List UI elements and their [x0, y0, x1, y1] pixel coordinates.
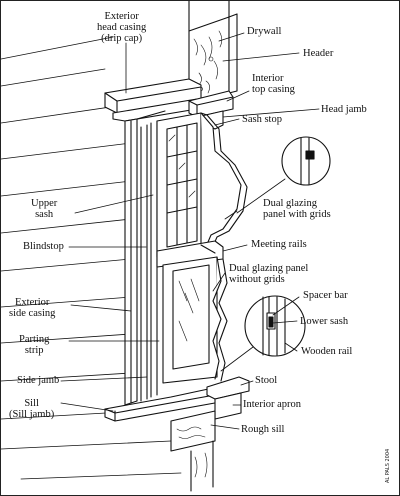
label-dual-glazing-with-grids: Dual glazing panel with grids [263, 198, 331, 220]
label-lower-sash: Lower sash [300, 316, 349, 327]
exterior-side-casing [124, 118, 138, 406]
label-rough-sill: Rough sill [241, 424, 285, 435]
label-line: (drip cap) [101, 33, 143, 44]
label-interior-apron: Interior apron [243, 399, 302, 410]
label-line: sash [35, 209, 54, 220]
label-line: Interior [252, 73, 284, 84]
upper-sash [156, 112, 202, 258]
label-spacer-bar: Spacer bar [303, 290, 348, 301]
stool [206, 376, 250, 400]
label-upper-sash: Upper sash [31, 198, 57, 220]
label-sash-stop: Sash stop [242, 114, 282, 125]
label-line: Upper [31, 198, 58, 209]
leader-lines [60, 32, 320, 430]
header-wall-section [188, 1, 238, 106]
lower-sash-section [212, 256, 228, 382]
label-interior-top-casing: Interior top casing [252, 73, 295, 95]
label-drywall: Drywall [247, 26, 282, 37]
label-meeting-rails: Meeting rails [251, 239, 307, 250]
label-header: Header [303, 48, 334, 59]
label-line: Dual glazing panel [229, 263, 309, 274]
head-casing-drip-cap [104, 78, 202, 122]
label-line: top casing [252, 84, 295, 95]
label-line: side casing [9, 308, 56, 319]
exterior-siding [1, 36, 182, 480]
lower-sash [162, 256, 218, 384]
rough-sill [170, 410, 216, 492]
label-sill: Sill (Sill jamb) [9, 398, 54, 420]
label-blindstop: Blindstop [23, 241, 64, 252]
label-exterior-head-casing: Exterior head casing (drip cap) [97, 11, 146, 44]
label-line: Sill [24, 398, 39, 409]
label-line: panel with grids [263, 209, 331, 220]
label-stool: Stool [255, 375, 278, 386]
label-head-jamb: Head jamb [321, 104, 367, 115]
upper-sash-section [200, 112, 248, 252]
label-line: Dual glazing [263, 198, 317, 209]
detail-circle-lower [220, 295, 306, 372]
artist-credit: AL PALS 2004 [385, 448, 391, 483]
label-line: (Sill jamb) [9, 409, 55, 420]
label-line: without grids [229, 274, 285, 285]
label-line: head casing [97, 22, 147, 33]
label-side-jamb: Side jamb [17, 375, 60, 386]
label-line: strip [24, 345, 44, 356]
detail-circle-upper [236, 136, 331, 214]
label-exterior-side-casing: Exterior side casing [9, 297, 55, 319]
label-wooden-rail: Wooden rail [301, 346, 353, 357]
label-line: Exterior [104, 11, 139, 22]
label-line: Exterior [14, 297, 50, 308]
label-dual-glazing-without-grids: Dual glazing panel without grids [229, 263, 308, 285]
label-parting-strip: Parting strip [19, 334, 49, 356]
label-line: Parting [19, 334, 50, 345]
